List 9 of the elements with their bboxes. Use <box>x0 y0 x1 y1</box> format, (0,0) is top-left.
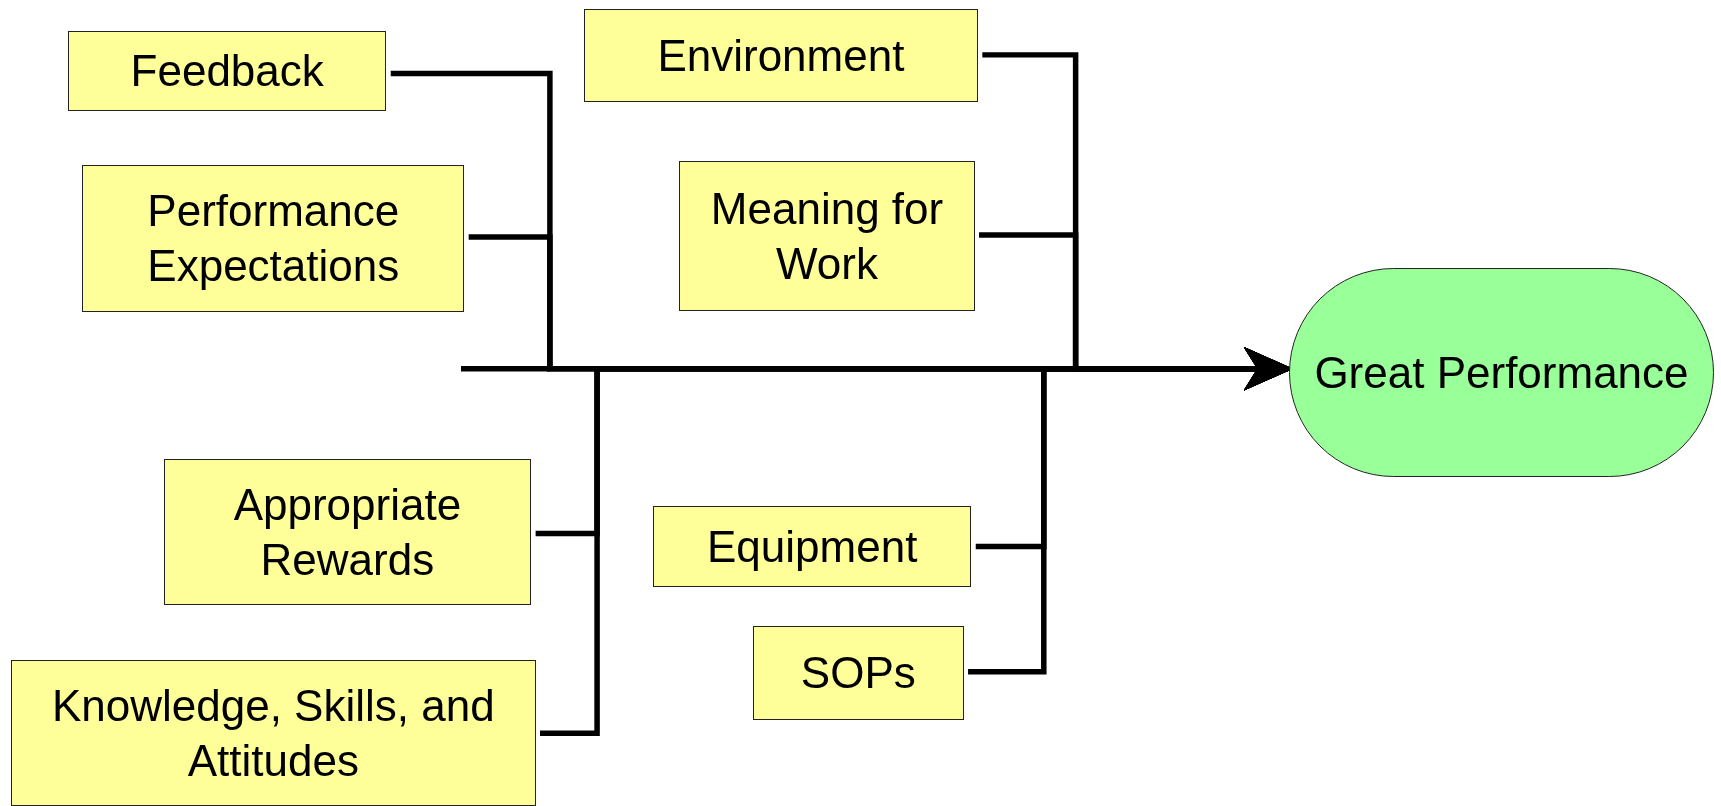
factor-box: Environment <box>583 8 978 103</box>
factor-box: Appropriate Rewards <box>163 458 532 605</box>
factor-box: Equipment <box>653 505 972 588</box>
factor-box: Performance Expectations <box>82 164 465 312</box>
factor-box: Knowledge, Skills, and Attitudes <box>10 659 536 806</box>
outcome-box: Great Performance <box>1288 267 1715 478</box>
factor-box: Feedback <box>68 30 387 111</box>
factor-box: SOPs <box>752 625 964 720</box>
factor-box: Meaning for Work <box>679 161 975 311</box>
